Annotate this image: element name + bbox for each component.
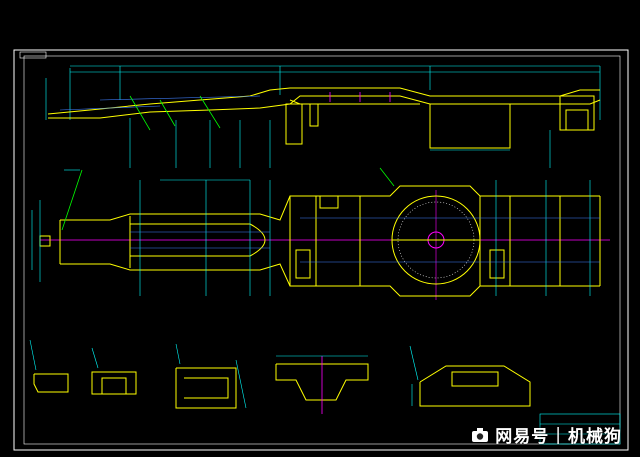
detail-d: [175, 343, 247, 409]
detail-c: [91, 347, 137, 395]
drawing-frame-inner: [23, 55, 621, 445]
plan-view: [31, 167, 610, 300]
camera-icon: [472, 427, 489, 442]
detail-e: [275, 355, 369, 414]
drawing-title-tag: [19, 51, 47, 59]
watermark-separator: |: [555, 424, 562, 445]
watermark-channel: 机械狗: [568, 427, 622, 447]
drawing-frame-outer: [13, 49, 629, 451]
title-block: [539, 413, 621, 445]
watermark-brand: 网易号: [495, 427, 550, 447]
detail-b: [29, 339, 69, 393]
side-view: [45, 65, 601, 168]
detail-f: [409, 345, 531, 407]
watermark: 网易号 | 机械狗: [471, 422, 622, 447]
detail-views: [29, 339, 531, 414]
turntable: [391, 195, 481, 285]
